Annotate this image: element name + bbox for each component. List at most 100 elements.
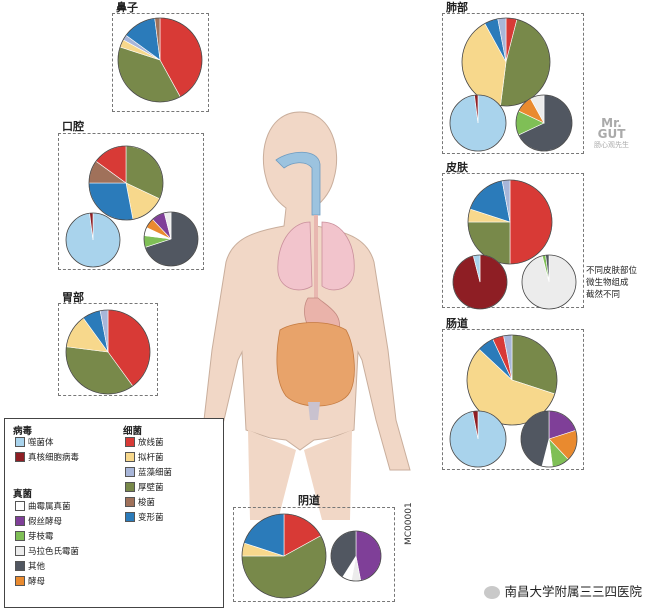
gut-label: 肠道 bbox=[446, 317, 468, 330]
swatch-actinobacteria bbox=[125, 436, 135, 447]
legend-item-cyanobacteria: 蓝藻细菌 bbox=[125, 466, 173, 479]
swatch-candida bbox=[15, 500, 25, 511]
pie-elbow-fungi bbox=[515, 94, 573, 152]
legend-item-fusobacteria: 梭菌 bbox=[125, 496, 156, 509]
pie-skin-bacteria bbox=[467, 179, 553, 265]
watermark: 南昌大学附属三三四医院 bbox=[484, 581, 642, 600]
swatch-yeast bbox=[15, 575, 25, 586]
legend-item-malassezia: 马拉色氏霉菌 bbox=[15, 545, 80, 558]
legend-label: 酵母 bbox=[28, 577, 46, 587]
legend-label: 拟杆菌 bbox=[138, 453, 164, 463]
legend-item-candida: 曲霉属真菌 bbox=[15, 500, 71, 513]
pie-slice-actinobacteria bbox=[509, 179, 553, 265]
pie-oral-bacteria bbox=[88, 145, 164, 221]
swatch-bacteriophage bbox=[15, 436, 25, 447]
swatch-malassezia bbox=[15, 545, 25, 556]
swatch-firmicutes bbox=[125, 481, 135, 492]
legend-item-blastomyces: 芽枝霉 bbox=[15, 530, 54, 543]
legend-item-aspergillus: 假丝酵母 bbox=[15, 515, 63, 528]
nose-label: 鼻子 bbox=[116, 1, 138, 14]
leg-left bbox=[248, 430, 296, 520]
legend-item-proteobacteria: 变形菌 bbox=[125, 511, 164, 524]
swatch-eukaryotic-virus bbox=[15, 451, 25, 462]
skin-note-line-2: 微生物组成 bbox=[586, 278, 629, 288]
swatch-blastomyces bbox=[15, 530, 25, 541]
stomach-box bbox=[58, 303, 158, 396]
legend-label: 蓝藻细菌 bbox=[138, 468, 173, 478]
skin-note-line-3: 截然不同 bbox=[586, 290, 621, 300]
swatch-aspergillus bbox=[15, 515, 25, 526]
pie-stomach-bacteria bbox=[65, 309, 151, 395]
legend-bacteria-title: 细菌 bbox=[123, 426, 143, 437]
legend-label: 厚壁菌 bbox=[138, 483, 164, 493]
mr-gut-logo: Mr. GUT 肠心观先生 bbox=[594, 116, 629, 151]
legend-item-bacteroidetes: 拟杆菌 bbox=[125, 451, 164, 464]
legend-label: 芽枝霉 bbox=[28, 532, 54, 542]
legend-panel: 病毒 噬菌体 真核细胞病毒 真菌 曲霉属真菌 假丝酵母 芽枝霉 马拉色氏霉菌 其… bbox=[4, 418, 224, 608]
pie-vagina-bacteria bbox=[241, 513, 327, 599]
pie-elbow-virus bbox=[449, 94, 507, 152]
pie-outline bbox=[88, 145, 164, 221]
elbow-box bbox=[442, 13, 584, 154]
pie-slice-aspergillus bbox=[355, 530, 382, 581]
legend-virus-title: 病毒 bbox=[13, 426, 33, 437]
legend-item-firmicutes: 厚壁菌 bbox=[125, 481, 164, 494]
legend-label: 马拉色氏霉菌 bbox=[28, 547, 80, 557]
nose-box bbox=[112, 13, 209, 112]
logo-sub: 肠心观先生 bbox=[594, 141, 629, 149]
stomach-label: 胃部 bbox=[62, 291, 84, 304]
logo-line-1: Mr. bbox=[601, 116, 622, 130]
skin-note-line-1: 不同皮肤部位 bbox=[586, 266, 638, 276]
legend-label: 其他 bbox=[28, 562, 46, 572]
pie-outline bbox=[330, 530, 382, 582]
swatch-bacteroidetes bbox=[125, 451, 135, 462]
pie-oral-fungi bbox=[143, 211, 199, 267]
oral-label: 口腔 bbox=[62, 120, 84, 133]
pie-outline bbox=[461, 17, 551, 107]
gut-box bbox=[442, 329, 584, 470]
swatch-other bbox=[15, 560, 25, 571]
wechat-icon bbox=[484, 586, 501, 599]
legend-label: 梭菌 bbox=[138, 498, 156, 508]
pie-outline bbox=[449, 94, 507, 152]
pie-outline bbox=[515, 94, 573, 152]
vagina-label: 阴道 bbox=[298, 494, 320, 507]
pie-vagina-fungi bbox=[330, 530, 382, 582]
legend-label: 假丝酵母 bbox=[28, 517, 63, 527]
legend-item-eukaryotic-virus: 真核细胞病毒 bbox=[15, 451, 80, 464]
legend-item-other: 其他 bbox=[15, 560, 46, 573]
pie-outline bbox=[241, 513, 327, 599]
pie-outline bbox=[449, 410, 507, 468]
leg-right bbox=[304, 430, 352, 520]
swatch-proteobacteria bbox=[125, 511, 135, 522]
legend-item-actinobacteria: 放线菌 bbox=[125, 436, 164, 449]
figure-code: MC00001 bbox=[404, 502, 414, 545]
pie-outline bbox=[467, 179, 553, 265]
pie-oral-virus bbox=[65, 212, 121, 268]
oral-box bbox=[58, 133, 204, 270]
elbow-label: 肺部 bbox=[446, 1, 468, 14]
body-silhouette bbox=[189, 111, 411, 471]
lung-right bbox=[321, 221, 355, 291]
pie-outline bbox=[452, 254, 508, 310]
legend-label: 真核细胞病毒 bbox=[28, 453, 80, 463]
vagina-box bbox=[233, 507, 395, 602]
pie-gut-bacteria bbox=[466, 334, 558, 426]
pie-skin-virus bbox=[452, 254, 508, 310]
legend-label: 噬菌体 bbox=[28, 438, 54, 448]
watermark-text: 南昌大学附属三三四医院 bbox=[504, 584, 642, 599]
intestine bbox=[276, 322, 355, 407]
lung-left bbox=[277, 221, 313, 291]
legend-item-yeast: 酵母 bbox=[15, 575, 46, 588]
pie-nose-bacteria bbox=[117, 17, 203, 103]
pie-outline bbox=[466, 334, 558, 426]
legend-label: 曲霉属真菌 bbox=[28, 502, 71, 512]
pie-gut-fungi bbox=[520, 410, 578, 468]
pie-outline bbox=[143, 211, 199, 267]
legend-label: 放线菌 bbox=[138, 438, 164, 448]
swatch-fusobacteria bbox=[125, 496, 135, 507]
airway bbox=[275, 151, 321, 216]
logo-line-2: GUT bbox=[597, 127, 626, 141]
